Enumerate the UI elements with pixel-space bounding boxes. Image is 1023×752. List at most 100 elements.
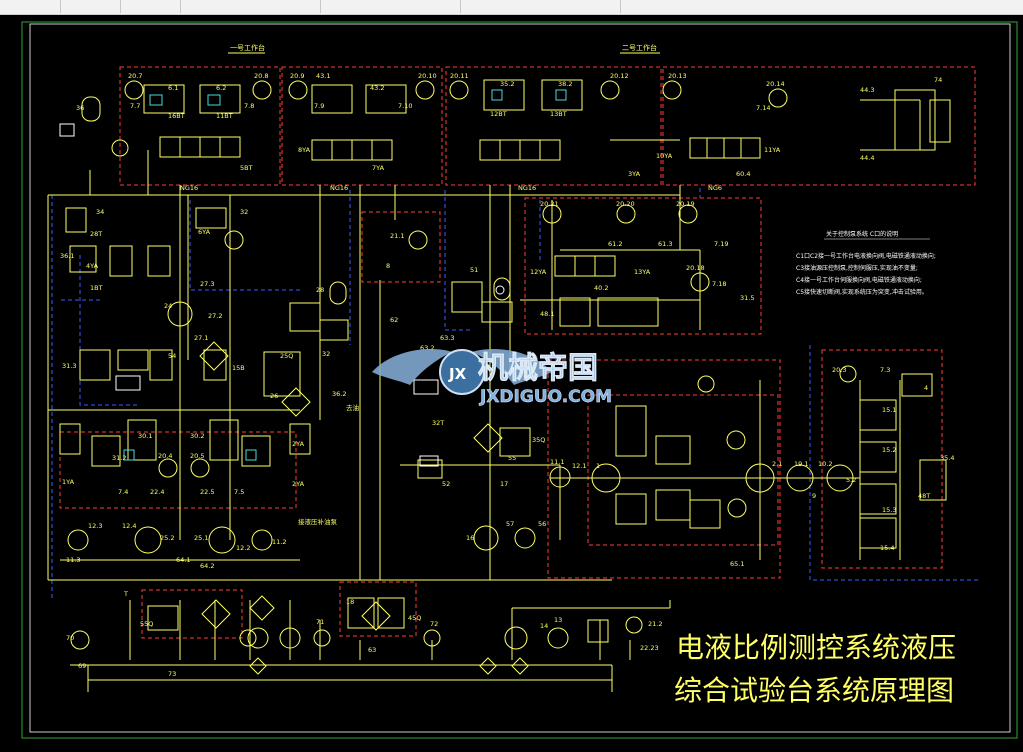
label-v23: 7.14 bbox=[756, 104, 770, 112]
label-v39: 34 bbox=[96, 208, 104, 216]
label-v66: 52 bbox=[442, 480, 450, 488]
title-line-2: 综合试验台系统原理图 bbox=[674, 674, 954, 707]
label-v45: 6YA bbox=[198, 228, 211, 236]
label-v98: 25.2 bbox=[160, 534, 174, 542]
label-v59: 51 bbox=[470, 266, 478, 274]
toolbar-tab[interactable] bbox=[220, 0, 321, 13]
label-v86: 30.1 bbox=[138, 432, 152, 440]
label-v116: 4 bbox=[924, 384, 928, 392]
label-v3: 6.1 bbox=[168, 84, 178, 92]
label-v56: 36.2 bbox=[332, 390, 346, 398]
label-v42: 36.1 bbox=[60, 252, 74, 260]
label-v31: 8YA bbox=[298, 146, 311, 154]
label-v102: 11.3 bbox=[66, 556, 80, 564]
label-v115: 7.3 bbox=[880, 366, 890, 374]
label-v67: 17 bbox=[500, 480, 508, 488]
label-v138: 去油 bbox=[346, 403, 359, 412]
label-v6: 11BT bbox=[216, 112, 233, 120]
label-v53: 32 bbox=[322, 350, 330, 358]
filters bbox=[199, 341, 529, 675]
label-v63: 32T bbox=[432, 419, 444, 427]
label-v82: 7.18 bbox=[712, 280, 726, 288]
gear-emblem-icon bbox=[439, 349, 485, 395]
label-v54: 25Q bbox=[280, 352, 293, 360]
label-v21: 20.13 bbox=[668, 72, 687, 80]
label-v110: 10.2 bbox=[818, 460, 832, 468]
label-v119: 15.3 bbox=[882, 506, 896, 514]
component-labels: 20.7 7.7 6.1 16BT 6.2 11BT 7.8 20.8 20.9… bbox=[60, 72, 954, 678]
notes-line-2: C3接油源压控制泵,控制伺服压,实现油不变量; bbox=[796, 264, 918, 272]
label-v25: 74 bbox=[934, 76, 942, 84]
emblem-text: JX bbox=[448, 365, 467, 383]
label-v127: 45Q bbox=[408, 614, 421, 622]
label-v73: 20.19 bbox=[676, 200, 695, 208]
label-v52: 28 bbox=[316, 286, 324, 294]
label-v95: 7.5 bbox=[234, 488, 244, 496]
toolbar-tab[interactable] bbox=[120, 0, 181, 13]
label-v75: 61.3 bbox=[658, 240, 672, 248]
notes-block: 关于控制泵系统 C口的说明 C1口C2接一号工作台电液换向阀,电磁铁通液动换向;… bbox=[796, 230, 936, 296]
toolbar-tab[interactable] bbox=[380, 0, 461, 13]
outer-frame bbox=[21, 21, 1018, 739]
label-v126: 18 bbox=[346, 598, 354, 606]
accumulators bbox=[81, 96, 511, 305]
label-v19: 13BT bbox=[550, 110, 567, 118]
label-v79: 7.19 bbox=[714, 240, 728, 248]
label-v33: 10YA bbox=[656, 152, 673, 160]
station-headers: 一号工作台 二号工作台 bbox=[230, 43, 657, 52]
label-v26: 44.4 bbox=[860, 154, 874, 162]
label-v117: 15.1 bbox=[882, 406, 896, 414]
notes-line-4: C5接快速切断阀,实现系统压为突变,冲击试验用。 bbox=[796, 288, 928, 296]
label-v85: 1YA bbox=[62, 478, 75, 486]
hydraulic-schematic: 一号工作台 二号工作台 20.7 7.7 6.1 16BT 6.2 11BT 7… bbox=[21, 21, 1018, 739]
label-v16: 35.2 bbox=[500, 80, 514, 88]
station1-label: 一号工作台 bbox=[230, 43, 265, 52]
label-v70: 56 bbox=[538, 520, 546, 528]
toolbar-tab[interactable] bbox=[0, 0, 61, 13]
label-v78: 13YA bbox=[634, 268, 651, 276]
label-v122: 48T bbox=[918, 492, 930, 500]
label-v22: 20.14 bbox=[766, 80, 785, 88]
label-v47: 24 bbox=[164, 302, 172, 310]
label-v50: 54 bbox=[168, 352, 176, 360]
toolbar-tab[interactable] bbox=[60, 0, 121, 13]
label-v130: 73 bbox=[168, 670, 176, 678]
label-v58: 8 bbox=[386, 262, 390, 270]
drawing-canvas[interactable]: 一号工作台 二号工作台 20.7 7.7 6.1 16BT 6.2 11BT 7… bbox=[0, 15, 1023, 748]
toolbar-tab[interactable] bbox=[540, 0, 621, 13]
label-v88: 31.2 bbox=[112, 454, 126, 462]
label-v118: 15.2 bbox=[882, 446, 896, 454]
label-v84: 31.3 bbox=[62, 362, 76, 370]
label-v60: 62 bbox=[390, 316, 398, 324]
label-v76: 40.2 bbox=[594, 284, 608, 292]
label-v83: 31.5 bbox=[740, 294, 754, 302]
label-v40: 28T bbox=[90, 230, 102, 238]
label-v94: 22.5 bbox=[200, 488, 214, 496]
label-v27: NG16 bbox=[180, 184, 198, 192]
label-v123: 70 bbox=[66, 634, 74, 642]
label-v93: 22.4 bbox=[150, 488, 164, 496]
drawing-title: 电液比例测控系统液压 综合试验台系统原理图 bbox=[674, 631, 956, 707]
wing-right-icon bbox=[472, 349, 552, 385]
red-dashed-regions bbox=[59, 66, 976, 639]
label-v120: 15.4 bbox=[880, 544, 894, 552]
label-v20: 20.12 bbox=[610, 72, 629, 80]
label-v104: 64.2 bbox=[200, 562, 214, 570]
label-v68: 16 bbox=[466, 534, 474, 542]
label-v11: 7.9 bbox=[314, 102, 324, 110]
label-v49: 27.1 bbox=[194, 334, 208, 342]
label-v100: 12.2 bbox=[236, 544, 250, 552]
label-v1: 20.7 bbox=[128, 72, 142, 80]
label-v124: 55Q bbox=[140, 620, 153, 628]
label-v2: 7.7 bbox=[130, 102, 140, 110]
label-v137: 接液压补油泵 bbox=[298, 517, 338, 526]
label-v90: 20.5 bbox=[190, 452, 204, 460]
label-v111: 9 bbox=[812, 492, 816, 500]
label-v80: 20.18 bbox=[686, 264, 705, 272]
label-v32: 7YA bbox=[372, 164, 385, 172]
label-v105: 11.1 bbox=[550, 458, 564, 466]
label-v55: 26 bbox=[270, 392, 278, 400]
cyan-components bbox=[123, 89, 567, 461]
label-v34: 11YA bbox=[764, 146, 781, 154]
label-v108: 2.1 bbox=[772, 460, 782, 468]
